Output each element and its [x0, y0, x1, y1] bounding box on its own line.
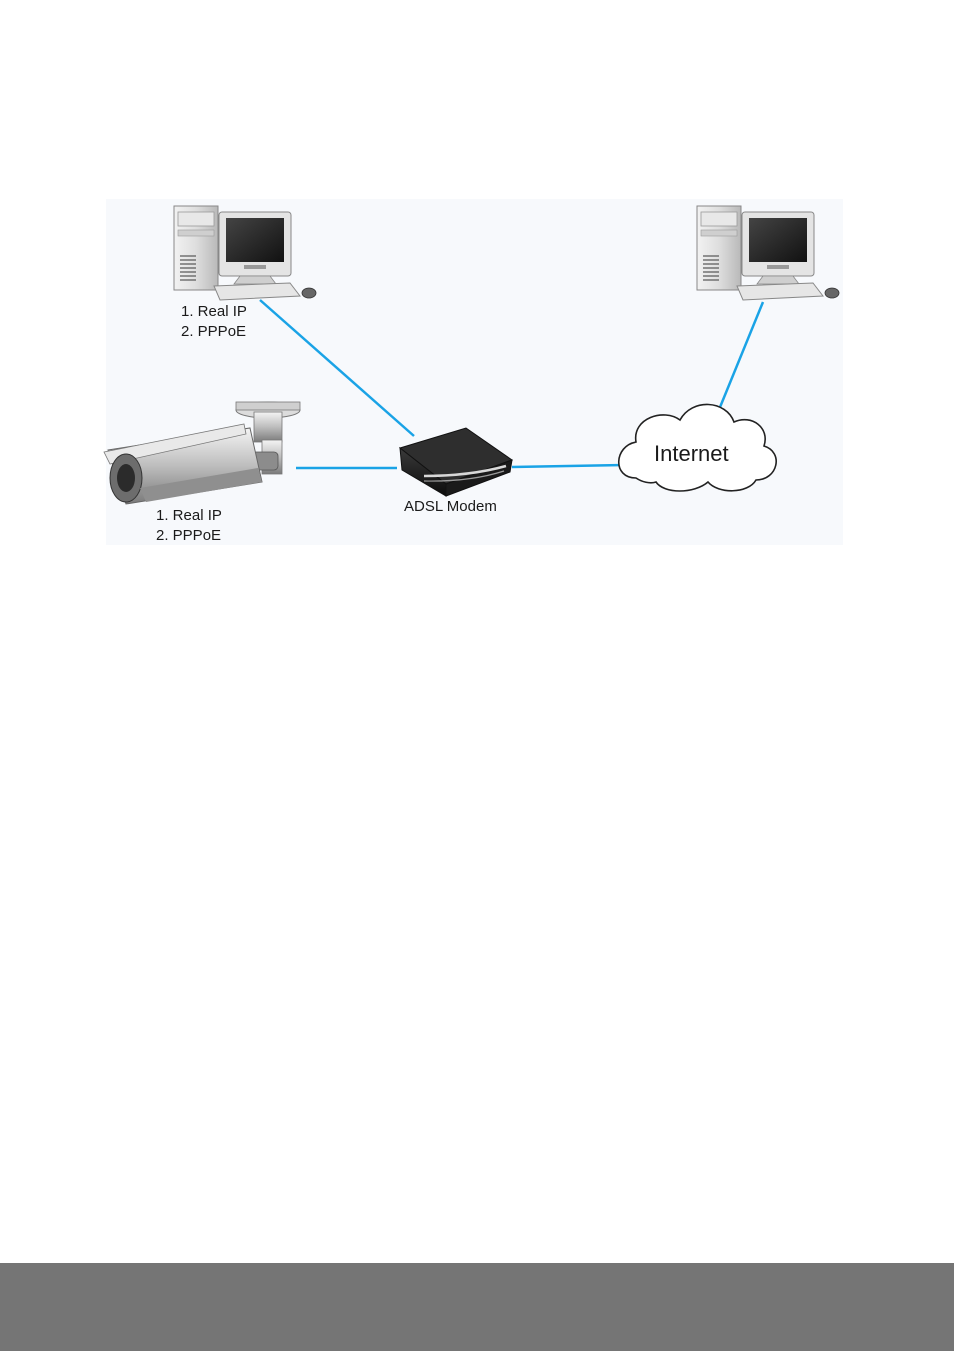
- link-internet-to-pc-right: [716, 302, 763, 417]
- pc-left-label-1: 1. Real IP: [181, 302, 247, 322]
- camera-label-1: 1. Real IP: [156, 506, 222, 526]
- modem-label: ADSL Modem: [404, 497, 497, 517]
- pc-left-icon: [174, 206, 316, 300]
- footer-bar: [0, 1263, 954, 1351]
- internet-label: Internet: [654, 440, 729, 468]
- pc-right-icon: [697, 206, 839, 300]
- adsl-modem-icon: [400, 428, 512, 496]
- link-modem-to-internet: [512, 465, 624, 467]
- camera-label-2: 2. PPPoE: [156, 526, 221, 546]
- ip-camera-icon: [104, 402, 300, 504]
- pc-left-label-2: 2. PPPoE: [181, 322, 246, 342]
